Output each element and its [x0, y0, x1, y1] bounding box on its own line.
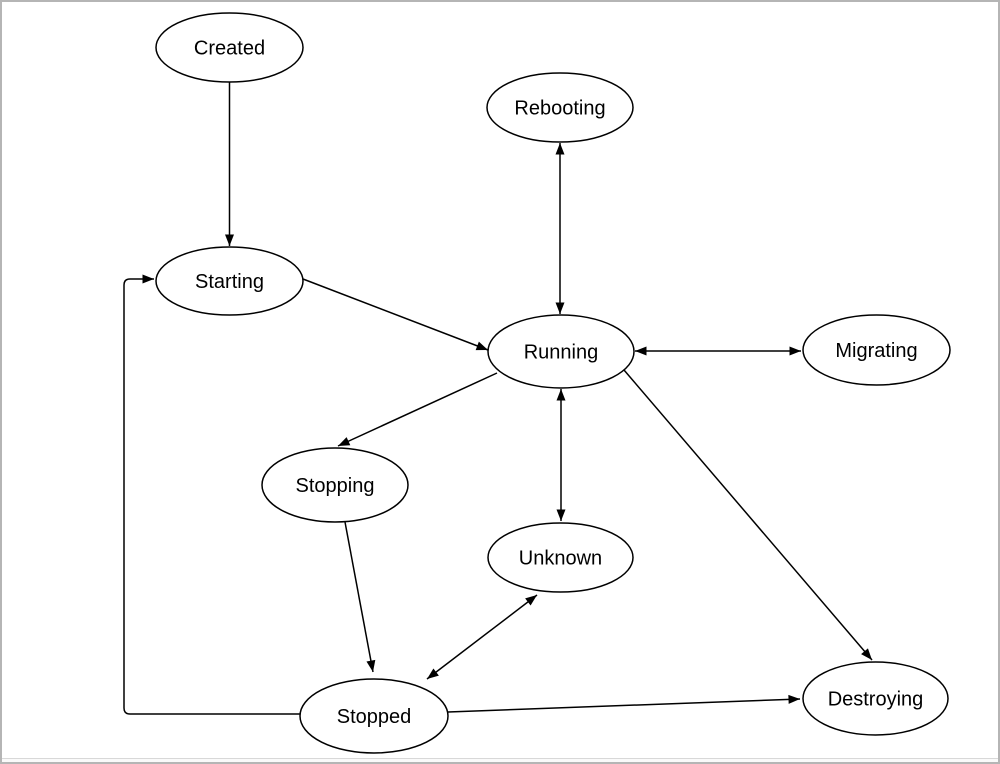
migrating-ellipse[interactable] [802, 314, 951, 386]
state-node-migrating[interactable]: Migrating [802, 314, 951, 386]
state-node-running[interactable]: Running [487, 314, 635, 389]
stopping-label: Stopping [296, 475, 375, 497]
created-ellipse[interactable] [155, 12, 304, 83]
unknown-label: Unknown [519, 548, 602, 570]
running-ellipse[interactable] [487, 314, 635, 389]
destroying-ellipse[interactable] [802, 661, 949, 736]
unknown-ellipse[interactable] [487, 522, 634, 593]
state-node-stopping[interactable]: Stopping [261, 447, 409, 523]
edge-stopping-stopped[interactable] [344, 521, 376, 673]
state-node-stopped[interactable]: Stopped [299, 678, 449, 754]
rebooting-label: Rebooting [514, 98, 605, 120]
state-node-destroying[interactable]: Destroying [802, 661, 949, 736]
edge-stopped-starting-loop[interactable] [123, 274, 300, 715]
state-node-created[interactable]: Created [155, 12, 304, 83]
stopping-ellipse[interactable] [261, 447, 409, 523]
stopped-label: Stopped [337, 706, 412, 728]
rebooting-ellipse[interactable] [486, 72, 634, 143]
state-node-rebooting[interactable]: Rebooting [486, 72, 634, 143]
edge-running-destroying[interactable] [623, 369, 873, 661]
starting-ellipse[interactable] [155, 246, 304, 316]
migrating-label: Migrating [835, 340, 917, 362]
state-node-starting[interactable]: Starting [155, 246, 304, 316]
canvas-bottom-strip [2, 758, 998, 762]
destroying-label: Destroying [828, 689, 924, 711]
edge-unknown-stopped[interactable] [426, 594, 538, 680]
created-label: Created [194, 38, 265, 60]
edge-stopped-destroying[interactable] [447, 694, 801, 713]
running-label: Running [524, 342, 599, 364]
state-node-unknown[interactable]: Unknown [487, 522, 634, 593]
edge-starting-running[interactable] [302, 278, 489, 351]
starting-label: Starting [195, 271, 264, 293]
edge-running-stopping[interactable] [337, 372, 498, 447]
stopped-ellipse[interactable] [299, 678, 449, 754]
